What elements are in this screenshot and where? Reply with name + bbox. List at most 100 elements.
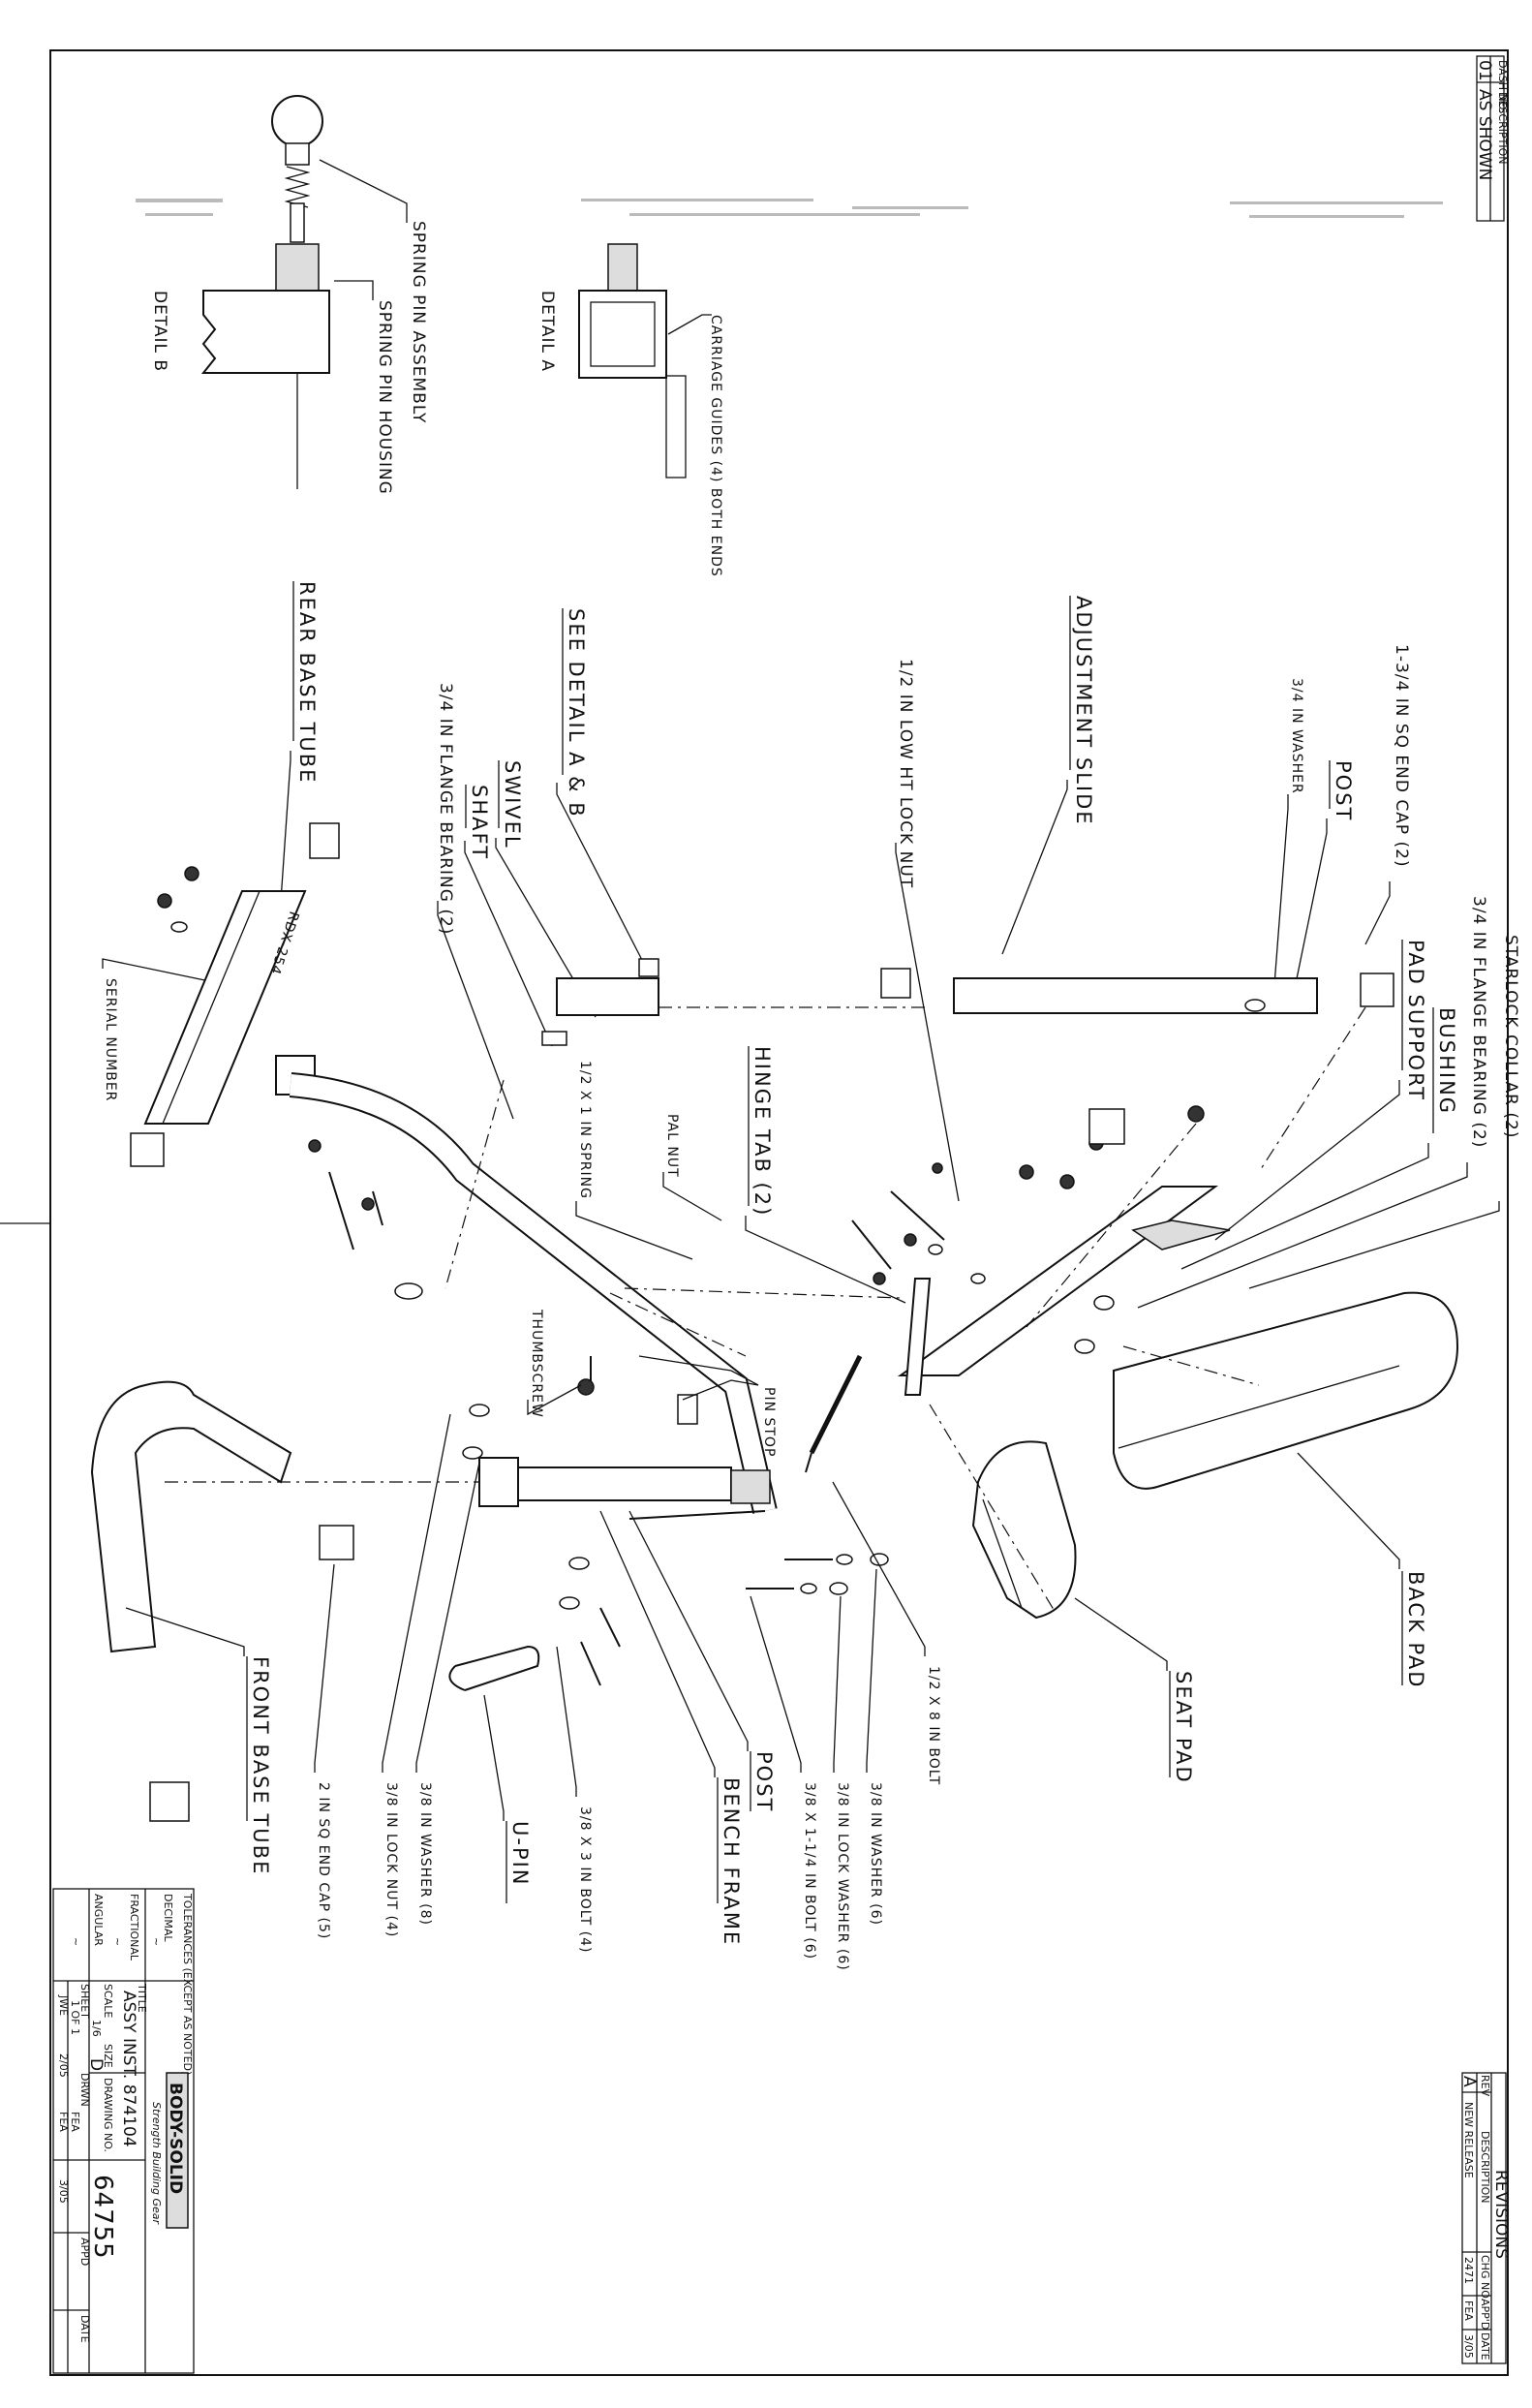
sq-end-cap-top-label: 1-3/4 IN SQ END CAP (2) [1392, 644, 1411, 868]
appd-label: APPD [78, 2238, 91, 2266]
detail-b-label: DETAIL B [150, 291, 169, 372]
washer-38-8-label: 3/8 IN WASHER (8) [417, 1782, 433, 1926]
swivel-label: SWIVEL [501, 760, 524, 849]
jw-value: JWE [57, 1994, 70, 2016]
revisions-title: REVISIONS [1491, 2170, 1511, 2259]
shaft-label: SHAFT [468, 785, 491, 860]
flange-bearing-left-label: 3/4 IN FLANGE BEARING (2) [436, 683, 455, 935]
upper-callouts: STARLOCK COLLAR (2) 3/4 IN FLANGE BEARIN… [102, 581, 1520, 1309]
spring-label: 1/2 X 1 IN SPRING [577, 1061, 593, 1199]
back-pad [1113, 1291, 1459, 1490]
title-text: ASSY INST. 874104 [119, 1991, 138, 2147]
front-base-tube [90, 1380, 292, 1653]
sheet-value: 1 OF 1 [69, 2000, 81, 2035]
drawn-value: FEA [69, 2112, 81, 2132]
tolerances: TOLERANCES (EXCEPT AS NOTED) [181, 1893, 194, 2075]
lock-nut-38-label: 3/8 IN LOCK NUT (4) [383, 1782, 399, 1937]
scan-noise [136, 199, 1443, 218]
rev-date: 3/05 [1462, 2334, 1475, 2359]
bench-frame-tube [289, 1072, 778, 1514]
revisions-block: REVISIONS REV DESCRIPTION CHG NO. APP'D … [1459, 2072, 1511, 2364]
rev-letter: A [1459, 2076, 1479, 2087]
detail-a-label: DETAIL A [537, 291, 557, 372]
title-label: TITLE [136, 1983, 148, 2013]
rev-desc: NEW RELEASE [1462, 2102, 1475, 2178]
rev-chg-head: CHG NO. [1479, 2255, 1491, 2301]
post-label: POST [752, 1751, 776, 1812]
pal-nut-label: PAL NUT [664, 1114, 680, 1178]
lock-nut-12-label: 1/2 IN LOW HT LOCK NUT [896, 659, 915, 888]
title-block: TOLERANCES (EXCEPT AS NOTED) DECIMAL FRA… [52, 1888, 195, 2374]
dash-desc-head: DESCRIPTION [1496, 92, 1509, 164]
bushing-label: BUSHING [1435, 1007, 1458, 1115]
detail-a-drawing: DETAIL A CARRIAGE GUIDES (4) BOTH ENDS [537, 243, 723, 577]
bolt-8-label: 1/2 X 8 IN BOLT [926, 1666, 941, 1785]
rev-chg: 2471 [1462, 2257, 1475, 2284]
company-tagline: Strength Building Gear [150, 2102, 163, 2225]
adjustment-slide-label: ADJUSTMENT SLIDE [1072, 596, 1095, 826]
spring-pin-assembly-label: SPRING PIN ASSEMBLY [409, 221, 428, 423]
angular: ANGULAR [92, 1894, 105, 1946]
rev-date-head: DATE [1479, 2332, 1491, 2361]
tilde-2: ~ [111, 1937, 124, 1946]
pin-stop-label: PIN STOP [761, 1387, 777, 1457]
rev-appd-head: APP'D [1479, 2299, 1491, 2330]
rear-base-tube-label: REAR BASE TUBE [295, 581, 319, 784]
back-pad-label: BACK PAD [1404, 1571, 1427, 1688]
rev-desc-head: DESCRIPTION [1479, 2131, 1491, 2203]
post-top-label: POST [1332, 760, 1355, 821]
rear-base-tube [143, 890, 307, 1125]
seat-pad [971, 1440, 1077, 1620]
washer-38-6-label: 3/8 IN WASHER (6) [868, 1782, 883, 1926]
serial-number-label: SERIAL NUMBER [103, 978, 118, 1101]
starlock-collar-label: STARLOCK COLLAR (2) [1501, 935, 1520, 1138]
flange-bearing-top-label: 3/4 IN FLANGE BEARING (2) [1469, 896, 1488, 1148]
size-label: SIZE [102, 2044, 114, 2068]
front-base-tube-label: FRONT BASE TUBE [249, 1656, 272, 1875]
pad-support [897, 1186, 1219, 1376]
u-pin-shape [448, 1645, 540, 1691]
date-value: 2/05 [57, 2053, 70, 2078]
tilde-1: ~ [150, 1937, 163, 1946]
pad-support-label: PAD SUPPORT [1404, 940, 1427, 1101]
seat-pad-label: SEAT PAD [1172, 1671, 1195, 1784]
see-detail-label: SEE DETAIL A & B [565, 608, 588, 818]
part-number: 64755 [88, 2175, 117, 2260]
date-label: DATE [78, 2315, 91, 2343]
dash-no: 01 [1475, 60, 1494, 81]
scale-label: SCALE [102, 1984, 114, 2018]
sheet-label: SHEET [78, 1984, 91, 2019]
appd-value: FEA [57, 2112, 70, 2132]
sheet-border [49, 49, 1509, 2376]
bench-frame-label: BENCH FRAME [720, 1777, 743, 1946]
detail-b-drawing: DETAIL B SPRING PIN ASSEMBLY SPRING PIN … [150, 95, 428, 495]
carriage-guides-label: CARRIAGE GUIDES (4) BOTH ENDS [708, 315, 723, 577]
bolt-3-label: 3/8 X 3 IN BOLT (4) [577, 1806, 593, 1954]
scale-value: 1/6 [90, 2020, 103, 2037]
company-logo: BODY-SOLID [166, 2083, 185, 2194]
sq-end-cap-2-label: 2 IN SQ END CAP (5) [316, 1782, 331, 1939]
spring-pin-housing-label: SPRING PIN HOUSING [375, 300, 394, 495]
drawing-no-label: DRAWING NO. [102, 2078, 114, 2152]
size-value: D [86, 2058, 106, 2071]
dash-number-block: DASH NO. DESCRIPTION 01 AS SHOWN [1475, 55, 1509, 222]
dash-head: DASH NO. [1496, 60, 1509, 113]
drawn-label: DRWN [78, 2073, 91, 2107]
rev-appd: FEA [1462, 2300, 1475, 2321]
tilde-3: ~ [70, 1937, 82, 1946]
fractional: FRACTIONAL [128, 1894, 140, 1961]
assembly-drawing: RDX-254 [90, 822, 1459, 1822]
u-pin-label: U-PIN [508, 1821, 532, 1887]
lower-callouts: HINGE TAB (2) PAL NUT 1/2 X 1 IN SPRING … [125, 1046, 1427, 1971]
date2-value: 3/05 [57, 2179, 70, 2204]
hinge-tab-label: HINGE TAB (2) [751, 1046, 774, 1217]
post-box [507, 1466, 732, 1501]
swivel [556, 977, 659, 1016]
decimal: DECIMAL [162, 1894, 174, 1942]
dash-desc: AS SHOWN [1475, 89, 1494, 180]
bolt-114-label: 3/8 X 1-1/4 IN BOLT (6) [802, 1782, 817, 1960]
thumbscrew-label: THUMBSCREW [529, 1309, 544, 1418]
lock-washer-label: 3/8 IN LOCK WASHER (6) [835, 1782, 850, 1971]
washer-34-label: 3/4 IN WASHER [1289, 678, 1304, 794]
